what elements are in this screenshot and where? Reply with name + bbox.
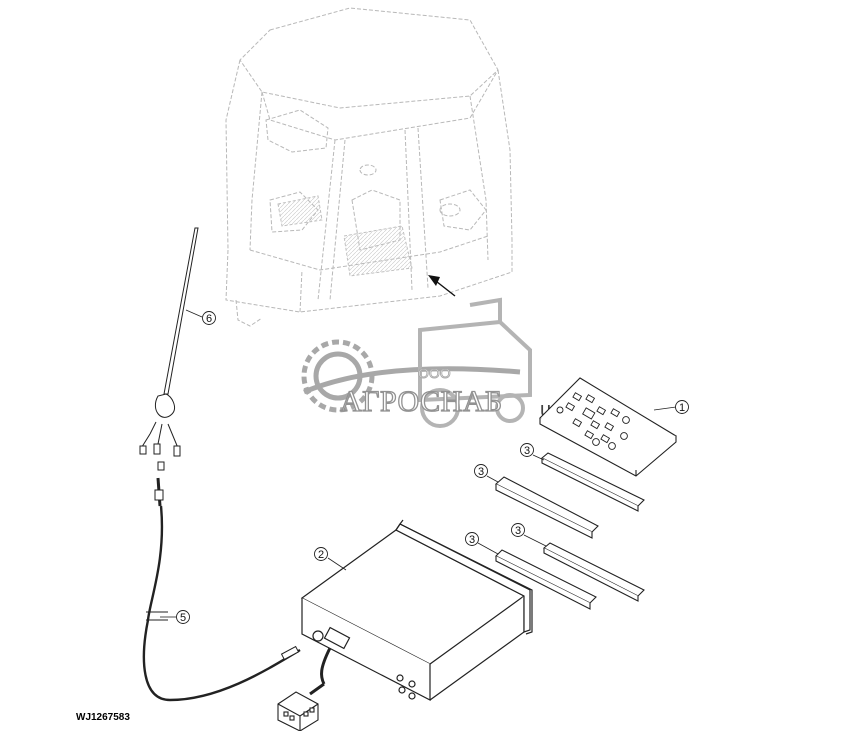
callout-6-label: 6 [206,313,212,325]
antenna-cable [142,477,301,702]
watermark-stray-char: u [540,399,551,421]
callout-3c [511,523,525,537]
callout-3b-label: 3 [478,466,484,478]
callout-6 [202,311,216,325]
antenna-whip [139,227,199,471]
remote-control-keypad [539,377,677,477]
figure-id: WJ1267583 [76,712,130,723]
tractor-cab-phantom [225,7,513,327]
callout-1-label: 1 [679,402,685,414]
callout-3c-label: 3 [515,525,521,537]
callout-3a [520,443,534,457]
cab-floor-mat [343,225,413,277]
wiring-harness-plug [277,647,332,731]
callout-3d [465,532,479,546]
adhesive-strip-4 [495,549,597,610]
callout-5 [176,610,190,624]
callout-5-label: 5 [180,612,186,624]
callout-1 [675,400,689,414]
callouts: 1 2 3 3 3 3 5 6 [160,309,689,624]
watermark-company-prefix: ООО [418,365,451,381]
location-arrow [428,275,456,297]
harvester-logo-icon [418,297,532,428]
adhesive-strip-2 [495,476,599,539]
radio-unit [300,519,533,701]
cab-console-panel [277,195,323,227]
callout-2 [314,547,328,561]
company-watermark: ООО АГРОСНАБ u [301,297,551,428]
callout-3b [474,464,488,478]
adhesive-strip-3 [543,542,645,602]
callout-2-label: 2 [318,549,324,561]
watermark-company-name: АГРОСНАБ [340,385,503,418]
callout-3a-label: 3 [524,445,530,457]
callout-3d-label: 3 [469,534,475,546]
adhesive-strip-1 [541,452,645,512]
